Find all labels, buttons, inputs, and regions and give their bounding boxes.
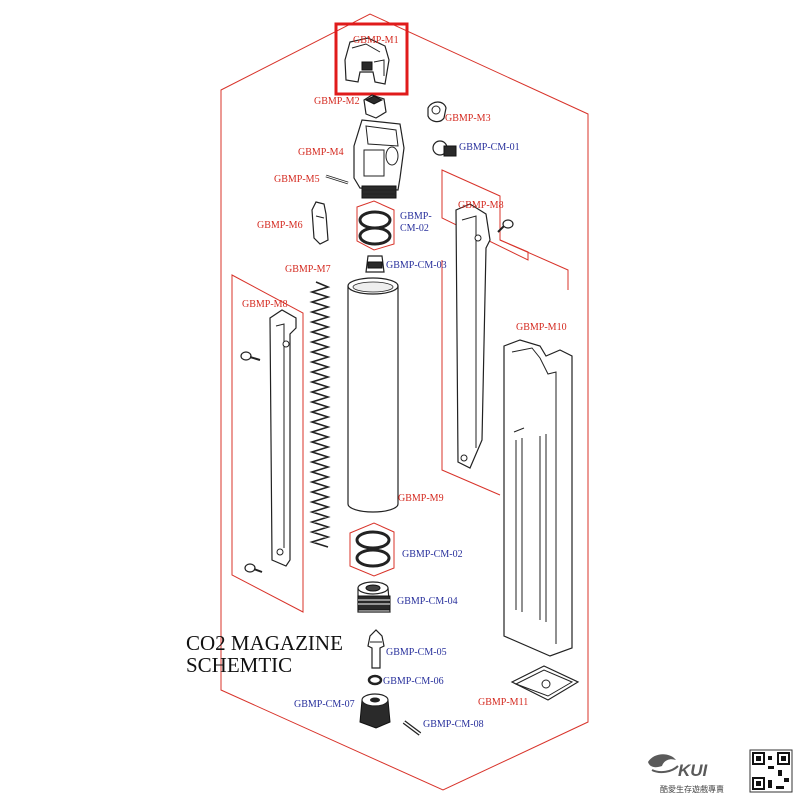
- part-m6-icon[interactable]: [311, 201, 329, 245]
- label-gbmp-cm07: GBMP-CM-07: [294, 699, 355, 710]
- part-cm08-icon[interactable]: [402, 720, 422, 736]
- part-m4-icon[interactable]: [353, 119, 405, 199]
- brand-logo: KUI: [648, 754, 709, 780]
- right-cover-frame-lower: [441, 260, 501, 496]
- label-gbmp-m8-right: GBMP-M8: [458, 200, 504, 211]
- cm02-lower-hex: [349, 522, 395, 577]
- part-cm02-lower-icon[interactable]: [355, 530, 391, 568]
- label-gbmp-cm02-upper-line2: CM-02: [400, 223, 429, 234]
- diagram-title-line2: SCHEMTIC: [186, 653, 292, 677]
- part-m11-icon[interactable]: [510, 665, 580, 701]
- label-gbmp-cm05: GBMP-CM-05: [386, 647, 447, 658]
- label-gbmp-m1: GBMP-M1: [353, 35, 399, 46]
- part-cm04-icon[interactable]: [357, 581, 391, 613]
- label-gbmp-m7: GBMP-M7: [285, 264, 331, 275]
- label-gbmp-m11: GBMP-M11: [478, 697, 528, 708]
- screw-right-top-icon[interactable]: [497, 219, 514, 233]
- label-gbmp-cm04: GBMP-CM-04: [397, 596, 458, 607]
- brand-wordmark: KUI: [678, 761, 709, 780]
- part-m8-left-icon[interactable]: [269, 309, 297, 567]
- screw-left-bottom-icon[interactable]: [244, 563, 263, 573]
- diagram-title-line1: CO2 MAGAZINE: [186, 631, 343, 655]
- label-gbmp-cm02-lower: GBMP-CM-02: [402, 549, 463, 560]
- m10-connector-line: [499, 239, 569, 290]
- label-gbmp-cm01: GBMP-CM-01: [459, 142, 520, 153]
- part-cm02-upper-icon[interactable]: [358, 210, 392, 246]
- label-gbmp-m4: GBMP-M4: [298, 147, 344, 158]
- label-gbmp-m10: GBMP-M10: [516, 322, 567, 333]
- label-gbmp-cm08: GBMP-CM-08: [423, 719, 484, 730]
- cm02-upper-hex: [356, 200, 395, 251]
- label-gbmp-m3: GBMP-M3: [445, 113, 491, 124]
- label-gbmp-cm06: GBMP-CM-06: [383, 676, 444, 687]
- qr-code-icon[interactable]: [749, 749, 793, 793]
- label-gbmp-cm02-upper-line1: GBMP-: [400, 211, 432, 222]
- magazine-boundary-outline: [220, 13, 589, 791]
- part-cm07-icon[interactable]: [359, 693, 391, 729]
- part-m7-icon[interactable]: [309, 281, 331, 548]
- part-m9-icon[interactable]: [347, 277, 399, 513]
- part-m8-right-icon[interactable]: [455, 203, 491, 469]
- brand-tagline: 酷愛生存遊戲專賣: [660, 784, 724, 794]
- part-cm01-icon[interactable]: [432, 140, 457, 157]
- part-m10-icon[interactable]: [503, 339, 573, 657]
- label-gbmp-m5: GBMP-M5: [274, 174, 320, 185]
- left-cover-frame: [231, 274, 304, 613]
- part-cm03-icon[interactable]: [365, 255, 385, 273]
- label-gbmp-cm03: GBMP-CM-03: [386, 260, 447, 271]
- label-gbmp-m9: GBMP-M9: [398, 493, 444, 504]
- label-gbmp-m6: GBMP-M6: [257, 220, 303, 231]
- highlight-box-m1: [334, 22, 409, 96]
- part-cm06-icon[interactable]: [367, 674, 383, 686]
- part-cm05-icon[interactable]: [367, 629, 385, 669]
- part-m2-icon[interactable]: [363, 94, 387, 119]
- part-m1-icon[interactable]: [344, 37, 390, 85]
- part-m3-icon[interactable]: [427, 101, 447, 123]
- label-gbmp-m2: GBMP-M2: [314, 96, 360, 107]
- label-gbmp-m8-left: GBMP-M8: [242, 299, 288, 310]
- screw-left-top-icon[interactable]: [240, 351, 261, 361]
- part-m5-icon[interactable]: [325, 174, 349, 185]
